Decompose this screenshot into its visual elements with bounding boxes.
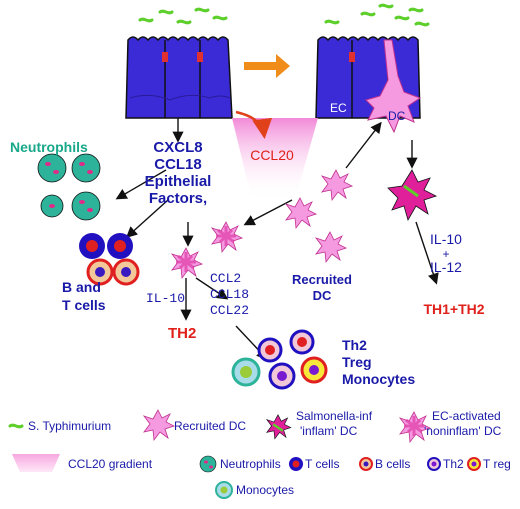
legend-t-reg: T reg	[483, 457, 511, 471]
recruited-dc	[315, 231, 347, 263]
bacteria-left	[138, 7, 228, 25]
label-ccl18-b: CCL18	[210, 287, 249, 302]
b-and-t-cells	[79, 233, 140, 286]
legend-inflam-dc: 'inflam' DC	[300, 424, 358, 438]
legend-th2: Th2	[443, 457, 464, 471]
legend-bacteria-icon	[8, 423, 24, 429]
label-neutrophils: Neutrophils	[10, 139, 88, 155]
tight-junction	[197, 52, 203, 62]
label-dc: DC	[388, 109, 406, 123]
label-recruited: Recruited	[292, 272, 352, 287]
legend-b-cells: B cells	[375, 457, 410, 471]
label-recruited-dc: DC	[313, 288, 332, 303]
label-out-treg: Treg	[342, 354, 372, 370]
label-t-cells: T cells	[62, 297, 106, 313]
label-ec: EC	[330, 101, 347, 115]
label-out-th2: Th2	[342, 337, 367, 353]
label-b-and: B and	[62, 279, 101, 295]
output-cells	[231, 329, 328, 390]
label-cxcl8: CXCL8	[153, 139, 202, 156]
legend-salmonella-inf: Salmonella-inf	[296, 409, 373, 423]
arrows	[115, 118, 439, 361]
ec-activated-dc	[170, 246, 204, 280]
legend-typhimurium: S. Typhimurium	[28, 419, 111, 433]
orange-arrow	[244, 54, 290, 78]
label-th1th2: TH1+TH2	[423, 301, 484, 317]
legend-t-cells: T cells	[305, 457, 339, 471]
legend-monocytes: Monocytes	[236, 483, 294, 497]
label-plus: +	[442, 247, 449, 261]
legend-neutrophils: Neutrophils	[220, 457, 281, 471]
recruited-dc	[285, 197, 317, 229]
inflam-dc	[387, 169, 438, 222]
tight-junction	[162, 52, 168, 62]
label-ccl2: CCL2	[210, 271, 241, 286]
legend-inflam-dc-icon	[265, 414, 292, 440]
neutrophil-cluster	[37, 153, 101, 221]
legend-recruited-dc: Recruited DC	[174, 419, 246, 433]
label-il10-right: IL-10	[430, 231, 462, 247]
label-epithelial: Epithelial	[145, 173, 212, 190]
label-th2: TH2	[168, 325, 196, 342]
legend-noninflam-dc: 'noninflam' DC	[424, 424, 502, 438]
recruited-dc	[321, 169, 353, 201]
bacteria-right	[324, 3, 430, 27]
label-il10-left: IL-10	[146, 291, 185, 306]
tight-junction	[349, 52, 355, 62]
legend-gradient-swatch	[12, 454, 60, 472]
label-il12: IL-12	[430, 259, 462, 275]
legend-recruited-dc-icon	[143, 409, 175, 441]
legend-ec-activated: EC-activated	[432, 409, 501, 423]
ccl20-arrow	[235, 110, 273, 139]
label-out-mono: Monocytes	[342, 371, 415, 387]
dc-in-epithelium	[365, 39, 422, 134]
label-ccl22: CCL22	[210, 303, 249, 318]
ec-activated-dc	[210, 220, 244, 254]
label-factors: Factors,	[149, 190, 207, 207]
legend-gradient: CCL20 gradient	[68, 457, 153, 471]
left-epithelium	[125, 36, 233, 119]
label-ccl18: CCL18	[154, 156, 202, 173]
legend: S. Typhimurium Recruited DC Salmonella-i…	[8, 409, 511, 499]
label-ccl20: CCL20	[250, 147, 294, 163]
legend-neutrophil-icon	[199, 455, 217, 473]
